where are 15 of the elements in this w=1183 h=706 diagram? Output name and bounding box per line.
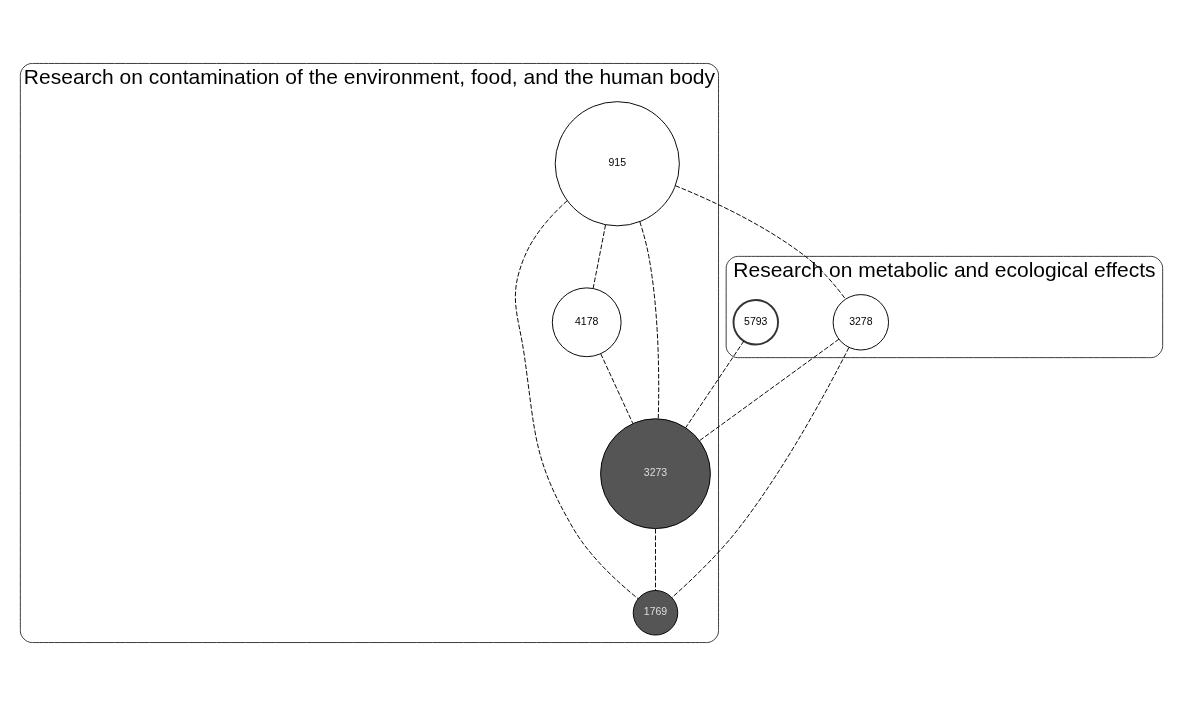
connector: [699, 338, 840, 442]
node-circle: 5793: [732, 299, 779, 346]
connector: [592, 224, 607, 289]
connector: [600, 353, 634, 425]
connector: [675, 185, 847, 300]
node-circle: 4178: [551, 287, 622, 358]
connector: [685, 340, 745, 428]
connector: [514, 200, 639, 600]
connector: [655, 528, 656, 591]
node-circle: 3273: [600, 418, 711, 530]
node-circle: 3278: [832, 294, 889, 351]
node-circle: 915: [554, 101, 680, 227]
connector: [671, 347, 850, 598]
connector: [639, 221, 660, 419]
node-circle: 1769: [632, 590, 679, 636]
